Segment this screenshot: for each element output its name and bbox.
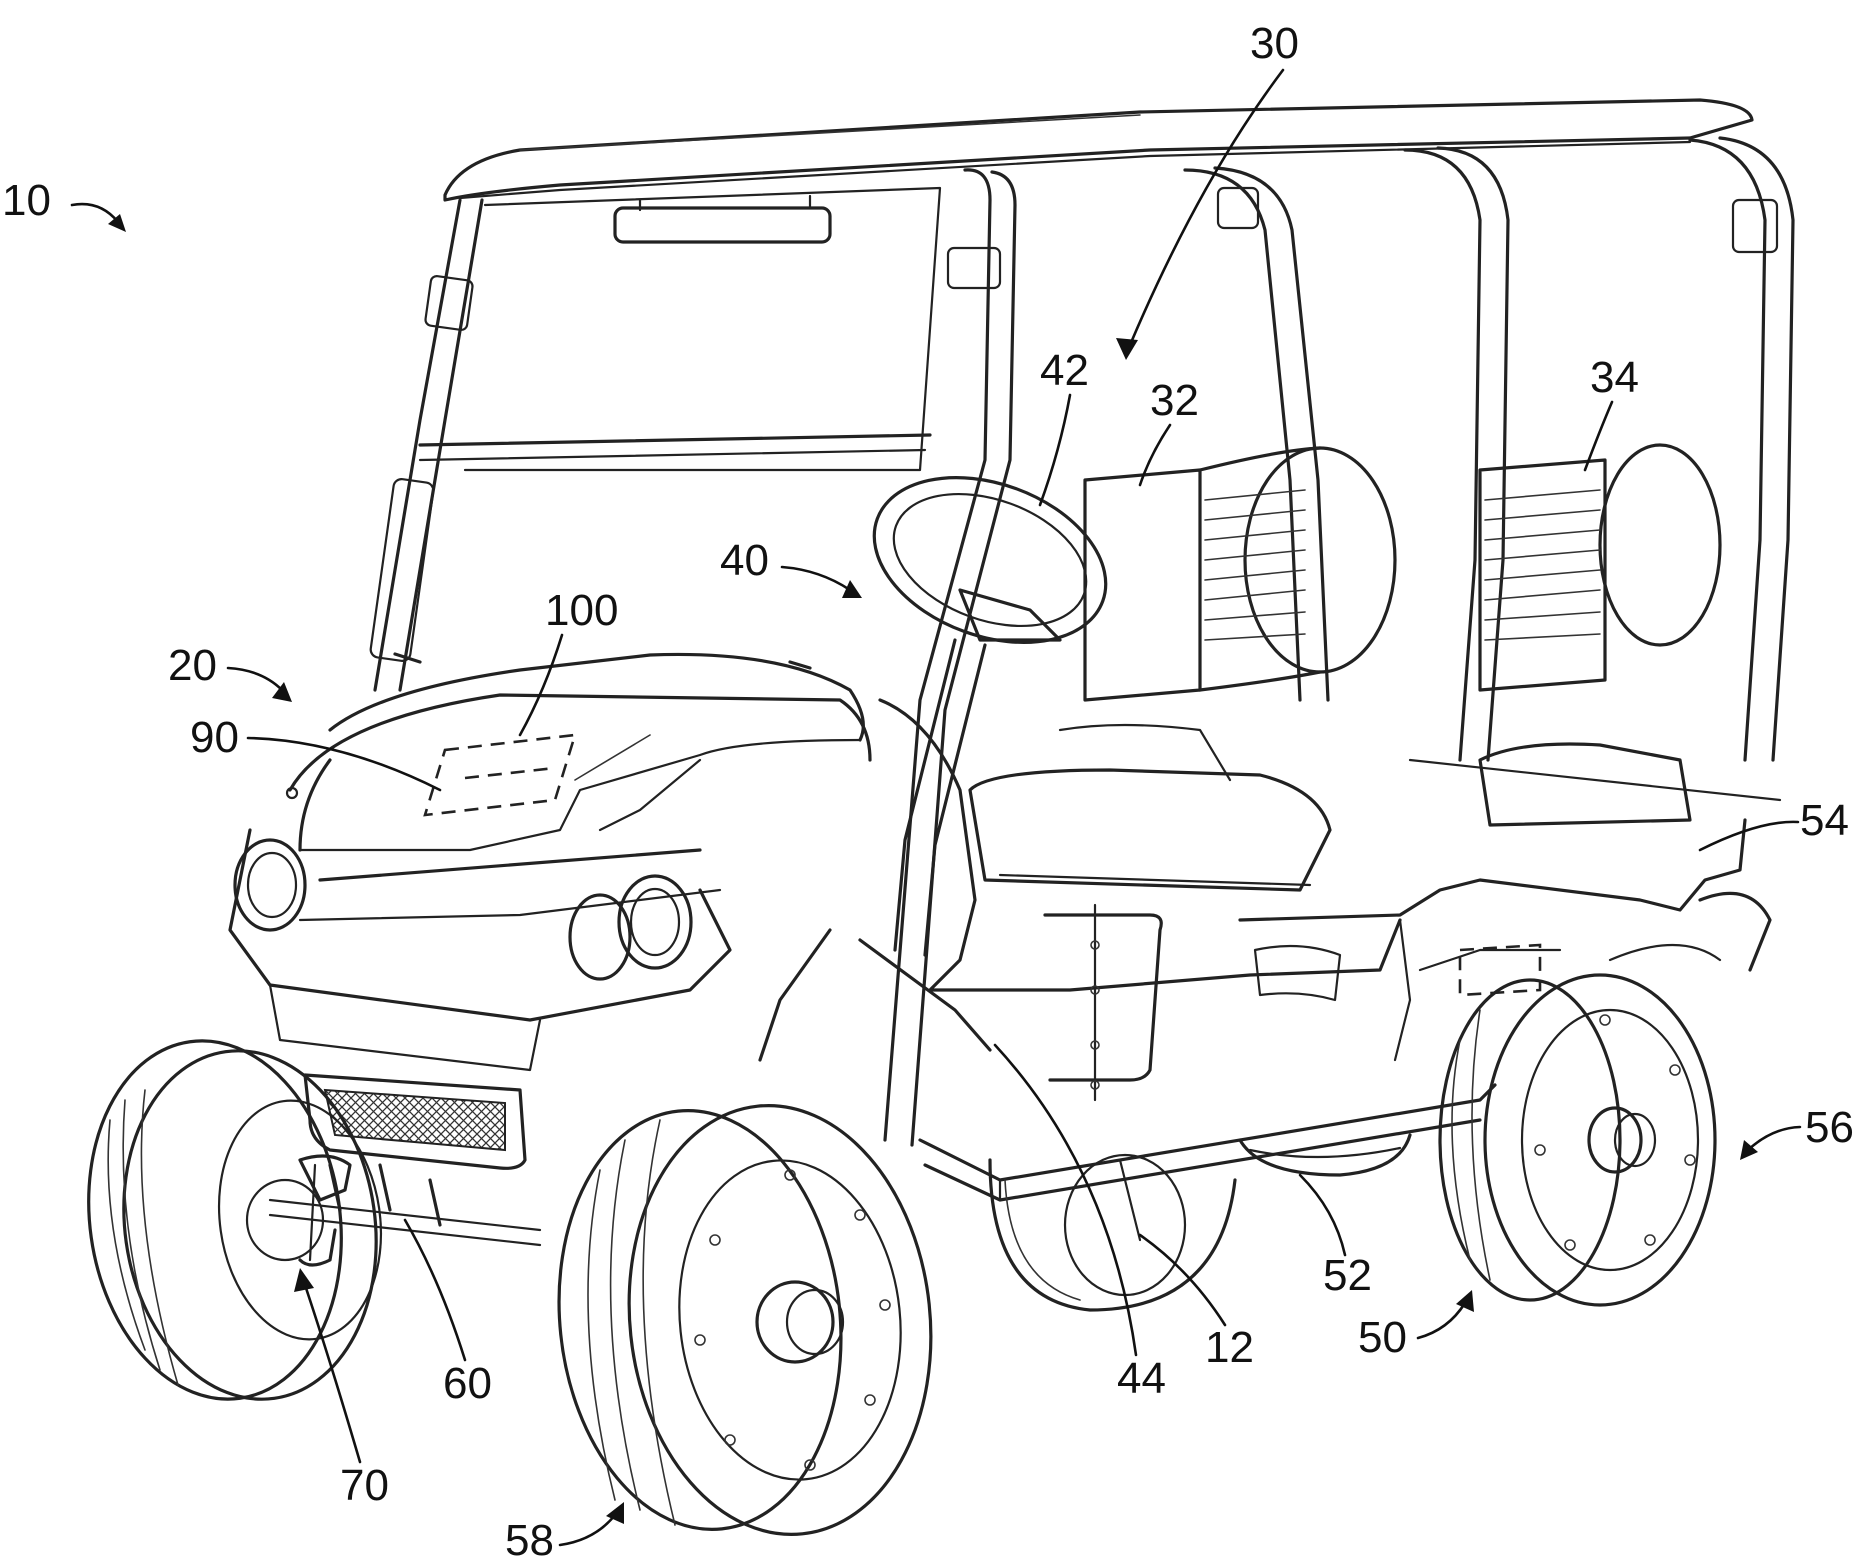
rear-view-mirror xyxy=(615,196,830,242)
front-hood xyxy=(287,654,870,850)
leader-arrow-56 xyxy=(1748,1127,1800,1150)
windshield xyxy=(420,188,940,470)
rear-roof-post xyxy=(1405,138,1793,760)
leader-line-54 xyxy=(1700,822,1798,850)
ref-label-12: 12 xyxy=(1205,1323,1254,1372)
ref-label-50: 50 xyxy=(1358,1313,1407,1362)
front-left-wheel xyxy=(66,1024,398,1415)
leader-arrow-58 xyxy=(560,1515,615,1545)
front-seat-cushion xyxy=(970,725,1330,890)
ref-label-60: 60 xyxy=(443,1359,492,1408)
ref-label-34: 34 xyxy=(1590,353,1639,402)
leader-arrow-40 xyxy=(782,567,850,590)
ref-label-70: 70 xyxy=(340,1461,389,1510)
ref-label-20: 20 xyxy=(168,641,217,690)
ref-label-40: 40 xyxy=(720,536,769,585)
leader-line-60 xyxy=(405,1220,465,1360)
leader-arrow-50 xyxy=(1418,1303,1465,1338)
arrowhead-10 xyxy=(108,214,126,232)
arrowhead-30 xyxy=(1116,338,1138,360)
headlight-right xyxy=(570,876,691,979)
arrowhead-70 xyxy=(294,1268,314,1292)
leader-arrow-70 xyxy=(305,1285,360,1462)
rear-seat-cushion xyxy=(1410,744,1780,825)
leader-line-52 xyxy=(1300,1175,1345,1255)
floor-frame xyxy=(920,1085,1495,1240)
leader-arrow-10 xyxy=(72,204,118,222)
leader-line-32 xyxy=(1140,425,1170,485)
leader-line-90 xyxy=(248,738,440,790)
front-bumper-fascia xyxy=(230,830,730,1070)
rear-fender xyxy=(1610,893,1770,970)
arrowhead-50 xyxy=(1456,1290,1474,1312)
leader-arrow-20 xyxy=(228,668,282,690)
ref-label-52: 52 xyxy=(1323,1251,1372,1300)
front-right-wheel xyxy=(539,1090,952,1549)
ref-label-100: 100 xyxy=(545,586,618,635)
leader-line-100 xyxy=(520,635,562,735)
leader-line-42 xyxy=(1040,395,1070,505)
ref-label-90: 90 xyxy=(190,713,239,762)
side-storage-bin xyxy=(1045,905,1340,1100)
arrowhead-40 xyxy=(842,580,862,598)
rear-seat-back xyxy=(1480,445,1720,690)
roof-canopy xyxy=(445,100,1752,200)
ref-label-44: 44 xyxy=(1117,1354,1166,1403)
ref-label-10: 10 xyxy=(2,176,51,225)
front-seat-back xyxy=(1085,448,1395,700)
hood-access-panel xyxy=(425,735,575,815)
ref-label-42: 42 xyxy=(1040,346,1089,395)
ref-label-56: 56 xyxy=(1805,1103,1854,1152)
ref-label-54: 54 xyxy=(1800,796,1849,845)
ref-label-32: 32 xyxy=(1150,376,1199,425)
headlight-left xyxy=(235,840,305,930)
ref-label-58: 58 xyxy=(505,1516,554,1565)
rear-right-wheel xyxy=(1440,975,1715,1305)
ref-label-30: 30 xyxy=(1250,19,1299,68)
